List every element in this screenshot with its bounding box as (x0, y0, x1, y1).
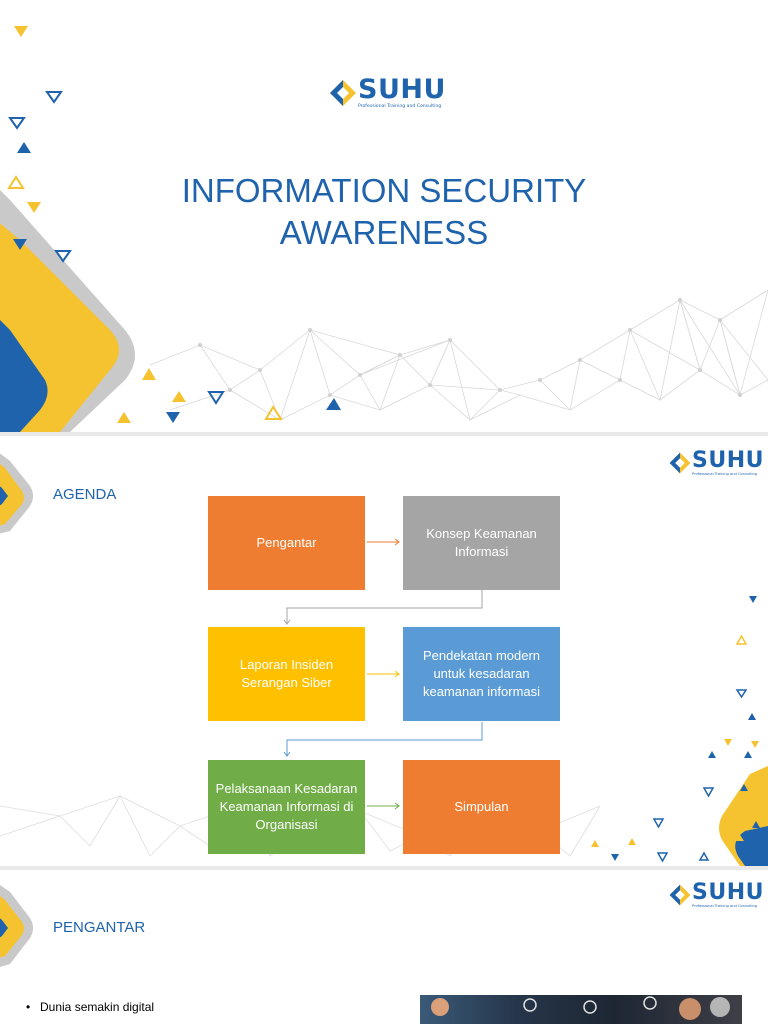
flow-box-pengantar: Pengantar (208, 496, 365, 590)
suhu-logo: SUHU Professional Training and Consultin… (328, 76, 446, 110)
suhu-logo: SUHU Professional Training and Consultin… (668, 450, 764, 477)
left-chevron-graphic (0, 190, 135, 432)
presentation-title: INFORMATION SECURITY AWARENESS (0, 170, 768, 254)
arrow-laporan-to-pendekatan (367, 670, 400, 678)
arrow-pendekatan-to-pelaksanaan (283, 722, 483, 757)
bullet-list: Dunia semakin digital (26, 1000, 154, 1014)
logo-tagline: Professional Training and Consulting (692, 472, 758, 476)
flow-box-pelaksanaan: Pelaksanaan Kesadaran Keamanan Informasi… (208, 760, 365, 854)
arrow-pelaksanaan-to-simpulan (367, 802, 400, 810)
flow-box-simpulan: Simpulan (403, 760, 560, 854)
logo-tagline: Professional Training and Consulting (692, 904, 758, 908)
right-chevron-graphic (719, 766, 768, 866)
triangle-decorations (7, 26, 341, 423)
network-nodes (198, 298, 742, 397)
flow-box-konsep-keamanan: Konsep Keamanan Informasi (403, 496, 560, 590)
flow-box-laporan-insiden: Laporan Insiden Serangan Siber (208, 627, 365, 721)
left-chevron-graphic (0, 885, 33, 967)
flow-box-pendekatan-modern: Pendekatan modern untuk kesadaran keaman… (403, 627, 560, 721)
arrow-pengantar-to-konsep (367, 538, 400, 546)
network-mesh-graphic (149, 289, 768, 422)
logo-wordmark: SUHU (692, 448, 764, 473)
agenda-slide: SUHU Professional Training and Consultin… (0, 436, 768, 866)
left-chevron-graphic (0, 453, 33, 534)
suhu-logo-icon (669, 452, 691, 474)
agenda-heading: AGENDA (53, 486, 117, 503)
triangle-decorations (591, 596, 759, 863)
suhu-logo-icon (330, 79, 356, 106)
people-photo-image (420, 995, 742, 1024)
logo-wordmark: SUHU (692, 880, 764, 905)
logo-wordmark: SUHU (358, 74, 446, 105)
pengantar-slide: SUHU Professional Training and Consultin… (0, 870, 768, 1024)
title-line-1: INFORMATION SECURITY (181, 172, 587, 209)
pengantar-heading: PENGANTAR (53, 919, 146, 936)
photo-content (431, 996, 730, 1020)
title-slide: SUHU Professional Training and Consultin… (0, 0, 768, 432)
slide1-decoration (0, 26, 768, 432)
logo-tagline: Professional Training and Consulting (358, 104, 442, 109)
title-line-2: AWARENESS (279, 214, 489, 251)
bullet-item: Dunia semakin digital (26, 1000, 154, 1014)
suhu-logo: SUHU Professional Training and Consultin… (668, 882, 764, 909)
arrow-konsep-to-laporan (283, 589, 483, 625)
slide3-decoration (0, 885, 33, 967)
suhu-logo-icon (669, 884, 691, 906)
